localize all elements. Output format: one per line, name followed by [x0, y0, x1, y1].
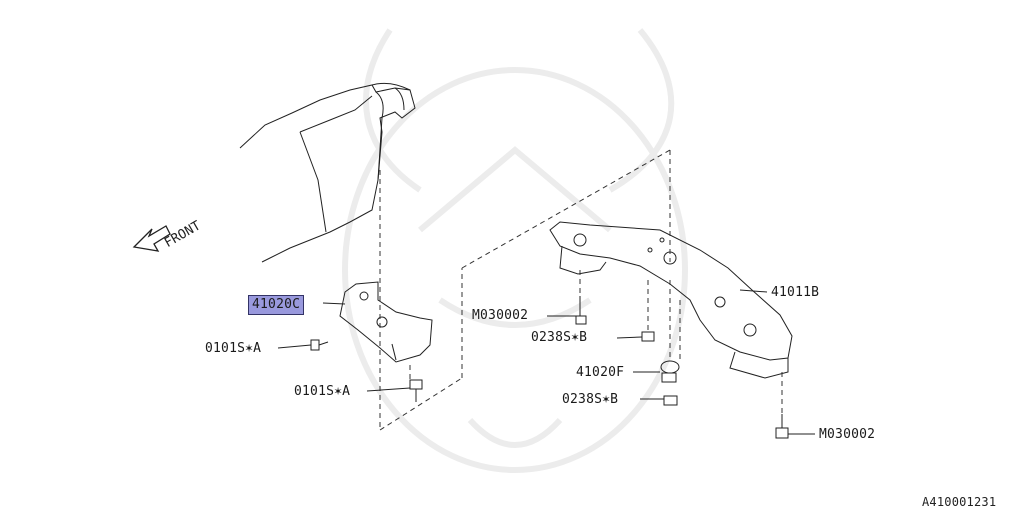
- callout-0101sa-upper[interactable]: 0101S✶A: [205, 341, 262, 356]
- line-art: [132, 82, 793, 439]
- mount-41020c: [339, 281, 433, 363]
- nut-0238sb-upper: [641, 331, 655, 342]
- front-arrow-icon: [132, 225, 171, 252]
- callout-41020c[interactable]: 41020C: [248, 295, 305, 315]
- callout-0238sb-lower[interactable]: 0238S✶B: [562, 392, 619, 407]
- callout-0238sb-upper[interactable]: 0238S✶B: [531, 330, 588, 345]
- callout-0101sa-lower[interactable]: 0101S✶A: [294, 384, 351, 399]
- leader-lines: [277, 289, 815, 435]
- bolt-0101sa-lower: [409, 379, 423, 402]
- alignment-dashes: [379, 149, 783, 431]
- bolt-0101sa-upper: [310, 339, 329, 351]
- callout-41020f[interactable]: 41020F: [576, 365, 625, 380]
- callout-41011b[interactable]: 41011B: [771, 285, 820, 300]
- image-reference: A410001231: [922, 495, 997, 509]
- transmission-housing: [239, 82, 416, 263]
- bolt-m030002-left: [575, 296, 587, 325]
- watermark-emblem: [342, 28, 688, 473]
- crossmember-41011b: [549, 221, 793, 379]
- callout-m030002-left[interactable]: M030002: [472, 308, 529, 323]
- bolt-m030002-right: [775, 414, 789, 439]
- cushion-41020f: [660, 360, 680, 383]
- callout-m030002-right[interactable]: M030002: [819, 427, 876, 442]
- nut-0238sb-lower: [663, 395, 678, 406]
